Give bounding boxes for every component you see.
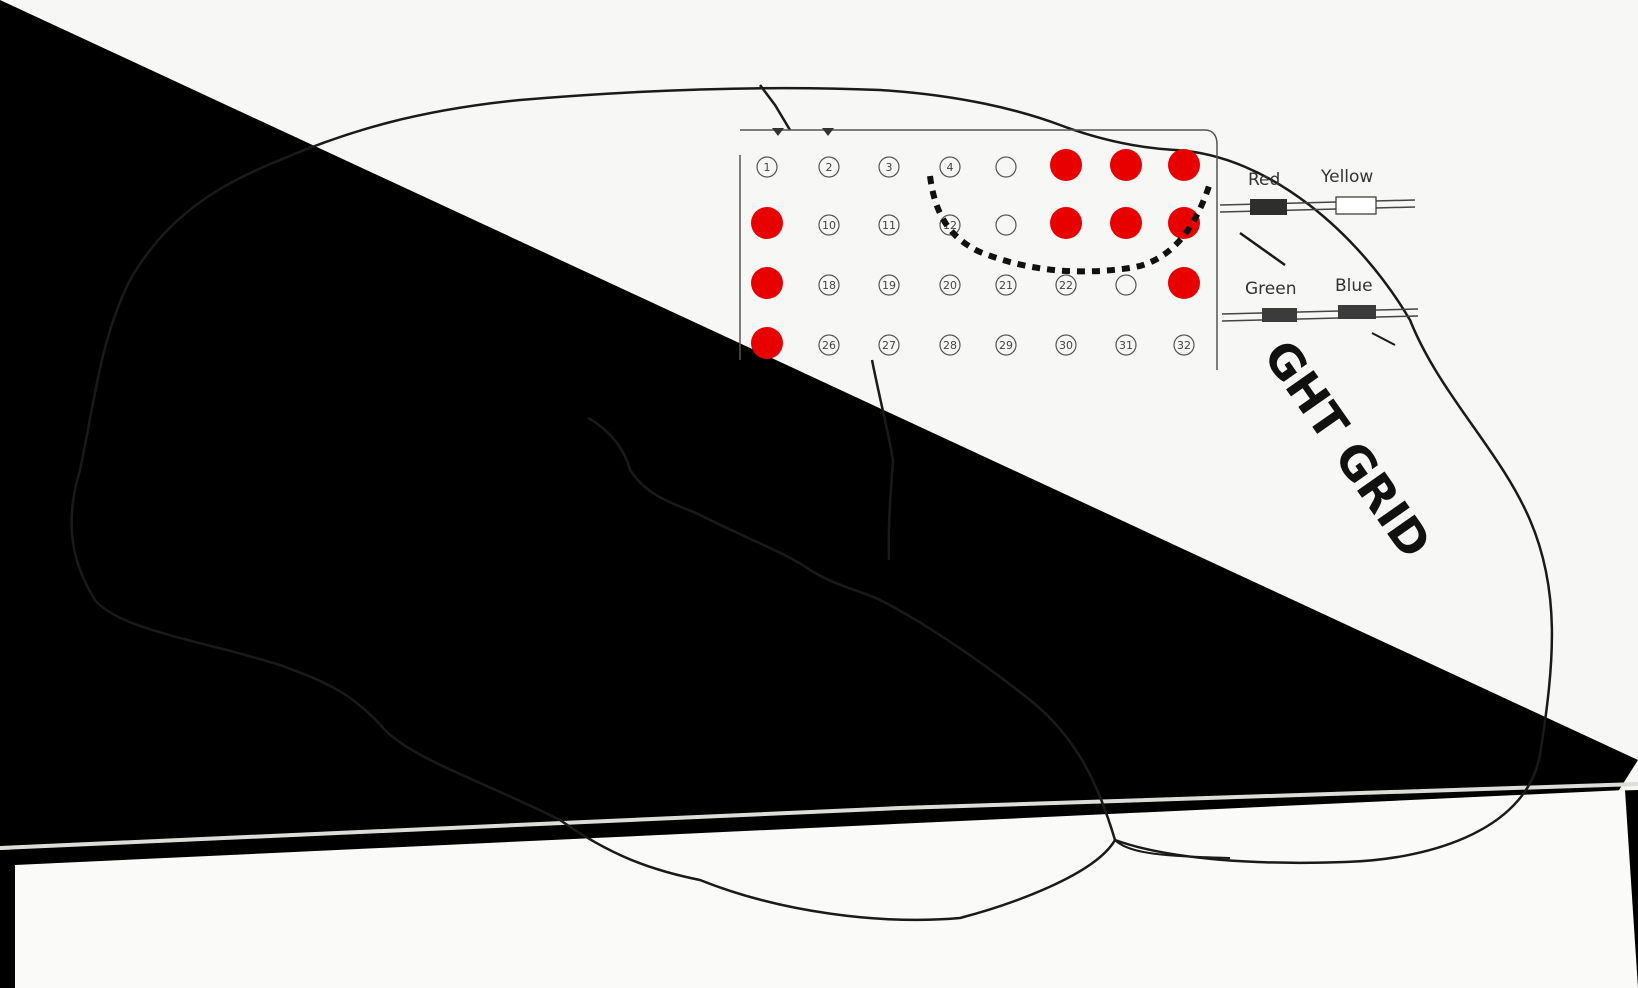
connector-green-block: [1262, 308, 1297, 322]
electrode-number: 20: [943, 279, 957, 292]
connector-yellow-block: [1336, 197, 1376, 214]
electrode-number: 21: [999, 279, 1013, 292]
highlighted-electrode: [1110, 207, 1142, 239]
electrode-number: 3: [886, 161, 893, 174]
sylvian-fissure: [588, 418, 1115, 840]
highlighted-electrode: [1050, 207, 1082, 239]
highlighted-electrode: [1168, 149, 1200, 181]
electrode-number: 10: [822, 219, 836, 232]
highlighted-electrode: [751, 327, 783, 359]
electrode-number: 22: [1059, 279, 1073, 292]
electrode-number: 27: [882, 339, 896, 352]
electrode-number: 31: [1119, 339, 1133, 352]
highlighted-electrode: [751, 207, 783, 239]
connector-label-yellow: Yellow: [1320, 167, 1373, 187]
electrode-number: 2: [826, 161, 833, 174]
highlighted-electrode: [1168, 207, 1200, 239]
electrode-number: 18: [822, 279, 836, 292]
connector-label-blue: Blue: [1335, 276, 1373, 296]
connector-red-block: [1250, 199, 1287, 215]
electrode-number: 28: [943, 339, 957, 352]
electrode-number: 32: [1177, 339, 1191, 352]
connector-label-green: Green: [1245, 279, 1296, 299]
connector-blue-block: [1338, 305, 1376, 319]
electrode-number: 30: [1059, 339, 1073, 352]
highlighted-electrode: [1168, 267, 1200, 299]
electrode-number: 19: [882, 279, 896, 292]
electrode-number: 1: [764, 161, 771, 174]
highlighted-electrode: [751, 267, 783, 299]
electrode-number: 4: [947, 161, 954, 174]
highlighted-electrode: [1050, 149, 1082, 181]
electrode-number: 29: [999, 339, 1013, 352]
highlighted-electrode: [1110, 149, 1142, 181]
electrode-number: 11: [882, 219, 896, 232]
connector-label-red: Red: [1248, 170, 1280, 190]
electrode-number: 26: [822, 339, 836, 352]
